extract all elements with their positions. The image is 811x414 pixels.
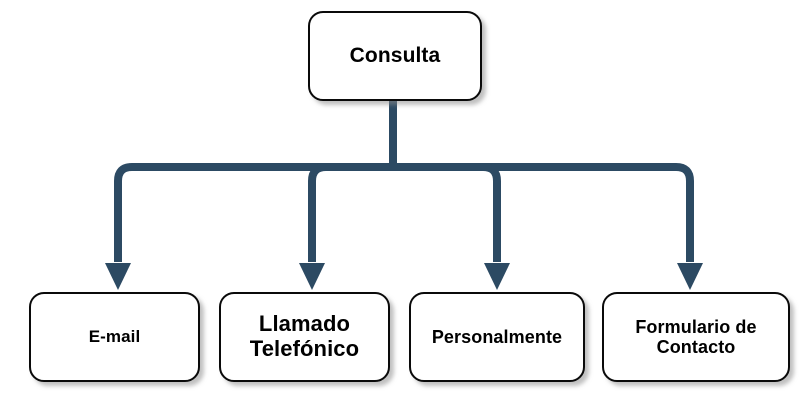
connector-drop-2 bbox=[308, 163, 327, 262]
node-formulario-label: Formulario de Contacto bbox=[629, 317, 762, 357]
connector-drop-3 bbox=[482, 163, 501, 262]
node-personalmente-label: Personalmente bbox=[431, 326, 563, 347]
node-consulta[interactable]: Consulta bbox=[308, 11, 482, 101]
node-email[interactable]: E-mail bbox=[29, 292, 200, 382]
node-llamado-label: Llamado Telefónico bbox=[244, 312, 365, 361]
arrowhead-personalmente bbox=[484, 263, 510, 290]
arrowhead-email bbox=[105, 263, 131, 290]
node-consulta-label: Consulta bbox=[349, 44, 441, 68]
node-llamado-label-line-1: Llamado bbox=[258, 311, 351, 337]
node-formulario-label-line-1: Formulario de bbox=[635, 316, 757, 337]
connector-bus bbox=[114, 163, 694, 262]
node-llamado[interactable]: Llamado Telefónico bbox=[219, 292, 390, 382]
arrowhead-llamado bbox=[299, 263, 325, 290]
node-formulario-label-line-2: Contacto bbox=[656, 337, 736, 357]
node-personalmente[interactable]: Personalmente bbox=[409, 292, 585, 382]
node-formulario[interactable]: Formulario de Contacto bbox=[602, 292, 790, 382]
arrowhead-formulario bbox=[677, 263, 703, 290]
node-llamado-label-line-2: Telefónico bbox=[249, 336, 360, 361]
node-email-label: E-mail bbox=[88, 327, 141, 347]
